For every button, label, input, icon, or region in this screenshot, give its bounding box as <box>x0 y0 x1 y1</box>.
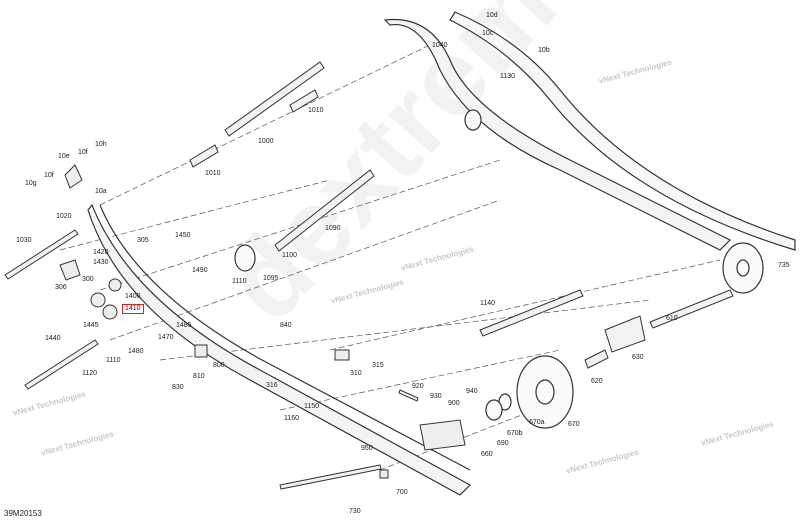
part-label[interactable]: 1140 <box>480 300 496 307</box>
part-label[interactable]: 1450 <box>175 232 191 239</box>
part-label[interactable]: 10e <box>58 153 70 160</box>
part-label[interactable]: 1485 <box>176 322 192 329</box>
part-label[interactable]: 10f <box>78 149 88 156</box>
part-label[interactable]: 1470 <box>158 334 174 341</box>
part-label[interactable]: 1090 <box>325 225 341 232</box>
part-label[interactable]: 316 <box>266 382 278 389</box>
part-label[interactable]: 730 <box>349 508 361 515</box>
part-label[interactable]: 670a <box>529 419 545 426</box>
part-label[interactable]: 1000 <box>258 138 274 145</box>
part-label[interactable]: 1040 <box>432 42 448 49</box>
part-label[interactable]: 1400 <box>125 293 141 300</box>
small-parts <box>59 164 466 479</box>
part-label[interactable]: 610 <box>666 315 678 322</box>
part-label[interactable]: 1130 <box>500 73 516 80</box>
rail-left <box>87 203 471 496</box>
wheels <box>234 109 764 429</box>
part-label[interactable]: 670 <box>568 421 580 428</box>
part-label[interactable]: 940 <box>466 388 478 395</box>
part-label[interactable]: 1445 <box>83 322 99 329</box>
part-label[interactable]: 1095 <box>263 275 279 282</box>
part-label[interactable]: 10h <box>95 141 107 148</box>
part-label[interactable]: 1030 <box>16 237 32 244</box>
assembly-lines <box>59 39 721 471</box>
part-label[interactable]: 1150 <box>304 403 320 410</box>
shafts <box>4 61 734 490</box>
part-label[interactable]: 1020 <box>56 213 72 220</box>
part-label[interactable]: 310 <box>350 370 362 377</box>
part-label[interactable]: 1010 <box>308 107 324 114</box>
rail-right <box>383 11 796 251</box>
part-label[interactable]: 1100 <box>282 252 298 259</box>
part-label[interactable]: 620 <box>591 378 603 385</box>
part-label[interactable]: 306 <box>55 284 67 291</box>
part-label[interactable]: 10f <box>44 172 54 179</box>
part-label[interactable]: 810 <box>193 373 205 380</box>
part-label[interactable]: 1480 <box>128 348 144 355</box>
part-label[interactable]: 630 <box>632 354 644 361</box>
part-label[interactable]: 10d <box>486 12 498 19</box>
part-label[interactable]: 800 <box>213 362 225 369</box>
part-label[interactable]: 920 <box>412 383 424 390</box>
part-label[interactable]: 10c <box>482 30 494 37</box>
part-label[interactable]: 930 <box>430 393 442 400</box>
part-label[interactable]: 660 <box>481 451 493 458</box>
diagram-code: 39M20153 <box>4 509 42 518</box>
part-label[interactable]: 10a <box>95 188 107 195</box>
part-label[interactable]: 1440 <box>45 335 61 342</box>
part-label[interactable]: 1110 <box>232 278 247 285</box>
part-label[interactable]: 700 <box>396 489 408 496</box>
part-label[interactable]: 840 <box>280 322 292 329</box>
part-label[interactable]: 1420 <box>93 249 109 256</box>
part-label[interactable]: 10g <box>25 180 37 187</box>
part-label[interactable]: 830 <box>172 384 184 391</box>
part-label[interactable]: 1010 <box>205 170 221 177</box>
part-label[interactable]: 735 <box>778 262 790 269</box>
part-label[interactable]: 900 <box>448 400 460 407</box>
part-label[interactable]: 1490 <box>192 267 208 274</box>
part-label[interactable]: 1430 <box>93 259 109 266</box>
part-label[interactable]: 1120 <box>82 370 98 377</box>
part-label[interactable]: 1110 <box>106 357 121 364</box>
part-label[interactable]: 670b <box>507 430 523 437</box>
part-label[interactable]: 10b <box>538 47 550 54</box>
part-label[interactable]: 315 <box>372 362 384 369</box>
part-label[interactable]: 305 <box>137 237 149 244</box>
part-label-highlighted[interactable]: 1410 <box>122 304 144 314</box>
part-label[interactable]: 300 <box>82 276 94 283</box>
part-label[interactable]: 950 <box>361 445 373 452</box>
part-label[interactable]: 1160 <box>284 415 300 422</box>
part-label[interactable]: 690 <box>497 440 509 447</box>
